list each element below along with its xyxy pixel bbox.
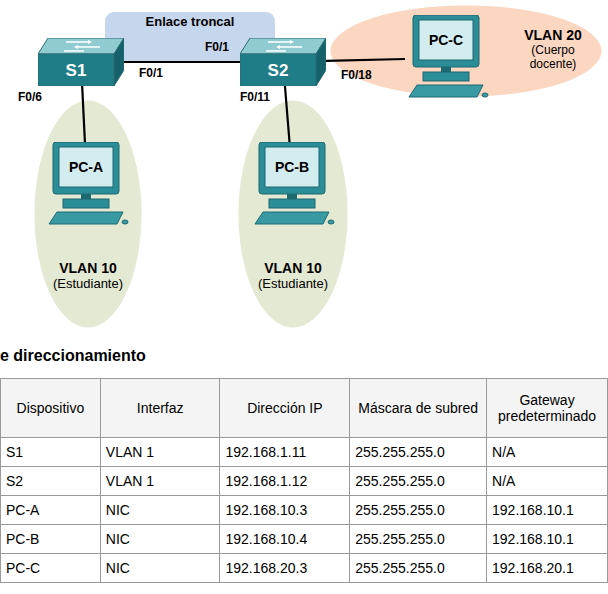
table-cell: 192.168.10.1 — [492, 502, 574, 518]
network-cable — [124, 61, 240, 63]
table-cell: 255.255.255.0 — [355, 444, 445, 460]
node-subtitle: (Cuerpo docente) — [516, 44, 590, 72]
table-cell: N/A — [492, 473, 515, 489]
table-cell: 192.168.10.3 — [225, 502, 307, 518]
table-cell: NIC — [106, 531, 130, 547]
port-label: F0/1 — [205, 40, 229, 54]
table-cell: PC-B — [6, 531, 39, 547]
table-header: Dispositivo — [17, 400, 85, 416]
table-cell: 192.168.1.11 — [225, 444, 306, 460]
node-title: S2 — [240, 55, 316, 86]
table-cell: 255.255.255.0 — [355, 473, 445, 489]
table-cell: 192.168.10.1 — [492, 531, 574, 547]
table-cell: S1 — [6, 444, 23, 460]
port-label: F0/1 — [139, 66, 163, 80]
node-title: VLAN 20 — [506, 27, 600, 43]
table-cell: 255.255.255.0 — [355, 531, 445, 547]
pc-node: PC-B — [251, 142, 335, 228]
table-header: Dirección IP — [247, 400, 322, 416]
port-label: F0/11 — [240, 90, 270, 104]
node-title: PC-A — [59, 147, 113, 187]
table-cell: 192.168.20.1 — [492, 560, 574, 576]
switch-node: S2 — [240, 38, 326, 86]
port-label: F0/6 — [18, 90, 42, 104]
table-cell: NIC — [106, 502, 130, 518]
table-cell: S2 — [6, 473, 23, 489]
table-cell: N/A — [492, 444, 515, 460]
table-cell: 192.168.20.3 — [225, 560, 307, 576]
table-header: Interfaz — [137, 400, 184, 416]
node-title: VLAN 10 — [34, 260, 142, 276]
table-cell: 192.168.10.4 — [225, 531, 307, 547]
switch-node: S1 — [38, 38, 124, 86]
table-cell: PC-C — [6, 560, 40, 576]
table-cell: PC-A — [6, 502, 39, 518]
vlan-ellipse: VLAN 10(Estudiante) PC-A — [34, 100, 142, 328]
pc-node: PC-A — [45, 142, 129, 228]
node-title: Enlace troncal — [105, 15, 275, 30]
node-subtitle: (Estudiante) — [238, 277, 348, 292]
pc-symbol — [251, 142, 335, 228]
table-cell: 192.168.1.12 — [225, 473, 307, 489]
vlan-ellipse: VLAN 20(Cuerpo docente) PC-C — [330, 5, 602, 97]
port-label: F0/18 — [341, 68, 372, 82]
table-header: Máscara de subred — [358, 400, 478, 416]
table-cell: VLAN 1 — [106, 473, 154, 489]
table-cell: NIC — [106, 560, 130, 576]
pc-symbol — [405, 15, 489, 101]
table-cell: 255.255.255.0 — [355, 502, 445, 518]
table-cell: 255.255.255.0 — [355, 560, 445, 576]
table-heading: e direccionamiento — [0, 347, 146, 365]
table-cell: VLAN 1 — [106, 444, 154, 460]
vlan-ellipse: VLAN 10(Estudiante) PC-B — [238, 100, 348, 328]
node-title: PC-B — [265, 147, 319, 187]
node-title: VLAN 10 — [238, 260, 348, 276]
pc-node: PC-C — [405, 15, 489, 101]
address-table: Dispositivo Interfaz Dirección IP Máscara d… — [0, 378, 608, 583]
node-subtitle: (Estudiante) — [34, 277, 142, 292]
node-title: PC-C — [419, 20, 473, 60]
pc-symbol — [45, 142, 129, 228]
table-header: Gateway predeterminado — [498, 392, 596, 424]
node-title: S1 — [38, 55, 114, 86]
